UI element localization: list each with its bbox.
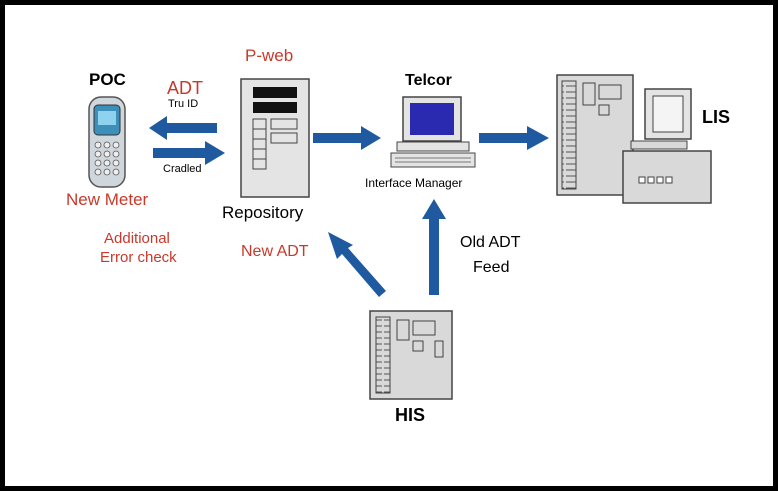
mainframe-icon-his — [369, 310, 453, 400]
meter-icon — [88, 96, 126, 188]
poc-title: POC — [89, 70, 126, 89]
arrow-pweb-to-poc — [149, 116, 217, 140]
pweb-title: P-web — [245, 46, 294, 65]
his-title: HIS — [395, 405, 426, 425]
telcor-title: Telcor — [405, 72, 452, 89]
arrows — [149, 116, 549, 297]
adt-label: ADT — [167, 78, 203, 98]
old-adt-label: Old ADT — [460, 234, 521, 251]
diagram-graphics — [88, 74, 712, 400]
arrow-poc-to-pweb — [153, 141, 225, 165]
computer-terminal-icon — [390, 96, 476, 168]
pweb-subtitle: Repository — [222, 203, 304, 222]
tru-id-label: Tru ID — [168, 98, 199, 110]
poc-subtitle: New Meter — [66, 190, 149, 209]
server-tower-icon — [240, 78, 310, 198]
arrow-pweb-to-telcor — [313, 126, 381, 150]
error-check-label: Error check — [100, 249, 177, 266]
new-adt-label: New ADT — [241, 243, 309, 260]
arrow-telcor-to-lis — [479, 126, 549, 150]
diagram-canvas: POC New Meter P-web Repository Telcor In… — [5, 5, 773, 486]
feed-label: Feed — [473, 259, 510, 276]
additional-label: Additional — [104, 230, 170, 247]
telcor-subtitle: Interface Manager — [365, 176, 463, 190]
mainframe-icon-lis — [556, 74, 712, 204]
cradled-label: Cradled — [163, 163, 202, 175]
arrow-his-to-pweb — [328, 232, 386, 297]
arrow-his-to-telcor — [422, 199, 446, 295]
lis-title: LIS — [702, 107, 731, 127]
